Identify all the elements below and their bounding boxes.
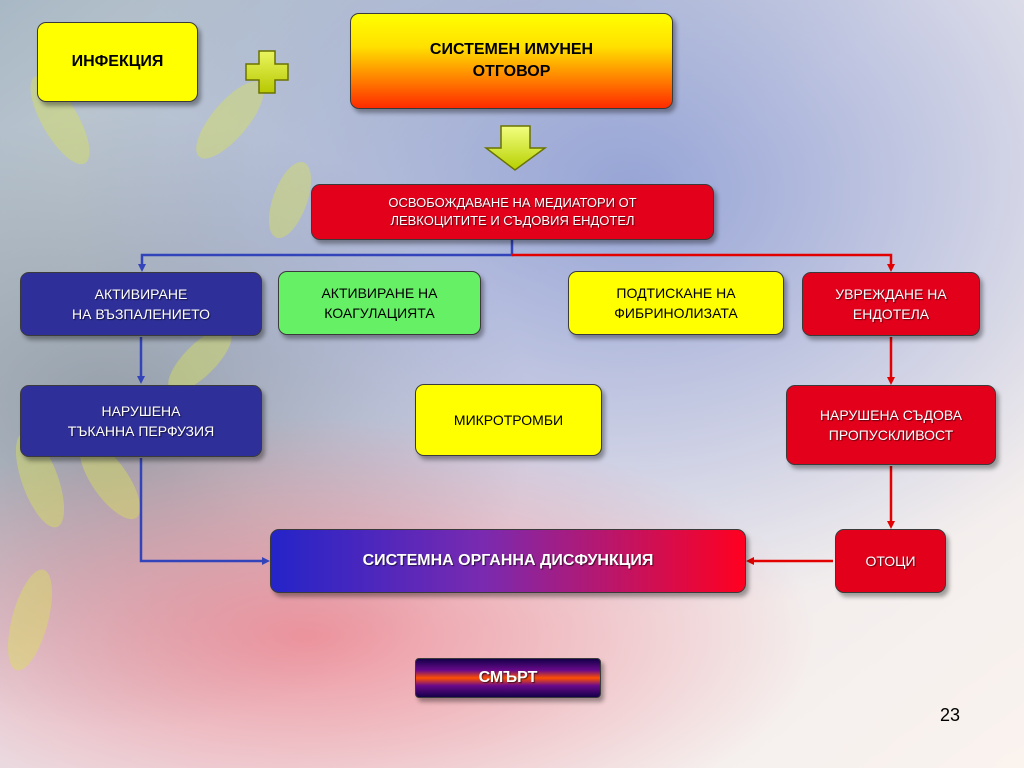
mediators-box: ОСВОБОЖДАВАНЕ НА МЕДИАТОРИ ОТ ЛЕВКОЦИТИТ…	[311, 184, 714, 240]
organ-dysfunction-box: СИСТЕМНА ОРГАННА ДИСФУНКЦИЯ	[270, 529, 746, 593]
fibrinolysis-box: ПОДТИСКАНЕ НА ФИБРИНОЛИЗАТА	[568, 271, 784, 335]
inflammation-box: АКТИВИРАНЕ НА ВЪЗПАЛЕНИЕТО	[20, 272, 262, 336]
coagulation-box: АКТИВИРАНЕ НА КОАГУЛАЦИЯТА	[278, 271, 481, 335]
immune-response-box: СИСТЕМЕН ИМУНЕН ОТГОВОР	[350, 13, 673, 109]
death-box: СМЪРТ	[415, 658, 601, 698]
permeability-box: НАРУШЕНА СЪДОВА ПРОПУСКЛИВОСТ	[786, 385, 996, 465]
perfusion-box: НАРУШЕНА ТЪКАННА ПЕРФУЗИЯ	[20, 385, 262, 457]
page-number: 23	[939, 705, 961, 725]
edema-box: ОТОЦИ	[835, 529, 946, 593]
microthrombi-box: МИКРОТРОМБИ	[415, 384, 602, 456]
endothelium-box: УВРЕЖДАНЕ НА ЕНДОТЕЛА	[802, 272, 980, 336]
infection-box: ИНФЕКЦИЯ	[37, 22, 198, 102]
